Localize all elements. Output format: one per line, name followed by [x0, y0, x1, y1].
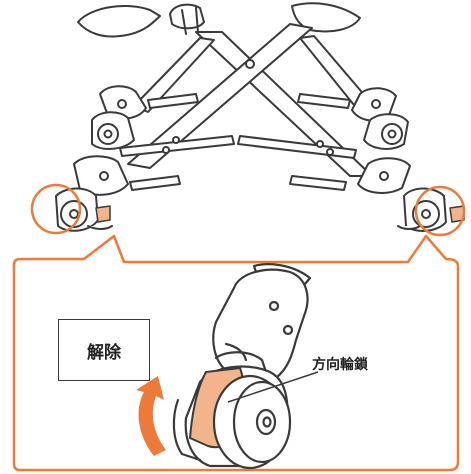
- right-wheel-highlight: [414, 185, 466, 237]
- release-label: 解除: [58, 319, 150, 381]
- left-wheel-highlight: [30, 183, 82, 235]
- stroller-frame: [55, 2, 465, 232]
- direction-lock-leader-line: [227, 371, 319, 403]
- direction-lock-label: 方向輪鎖: [312, 357, 368, 373]
- zoomed-caster-wheel: [172, 263, 312, 470]
- release-arrow-icon: [136, 376, 166, 456]
- zoom-callout-frame: [12, 234, 460, 472]
